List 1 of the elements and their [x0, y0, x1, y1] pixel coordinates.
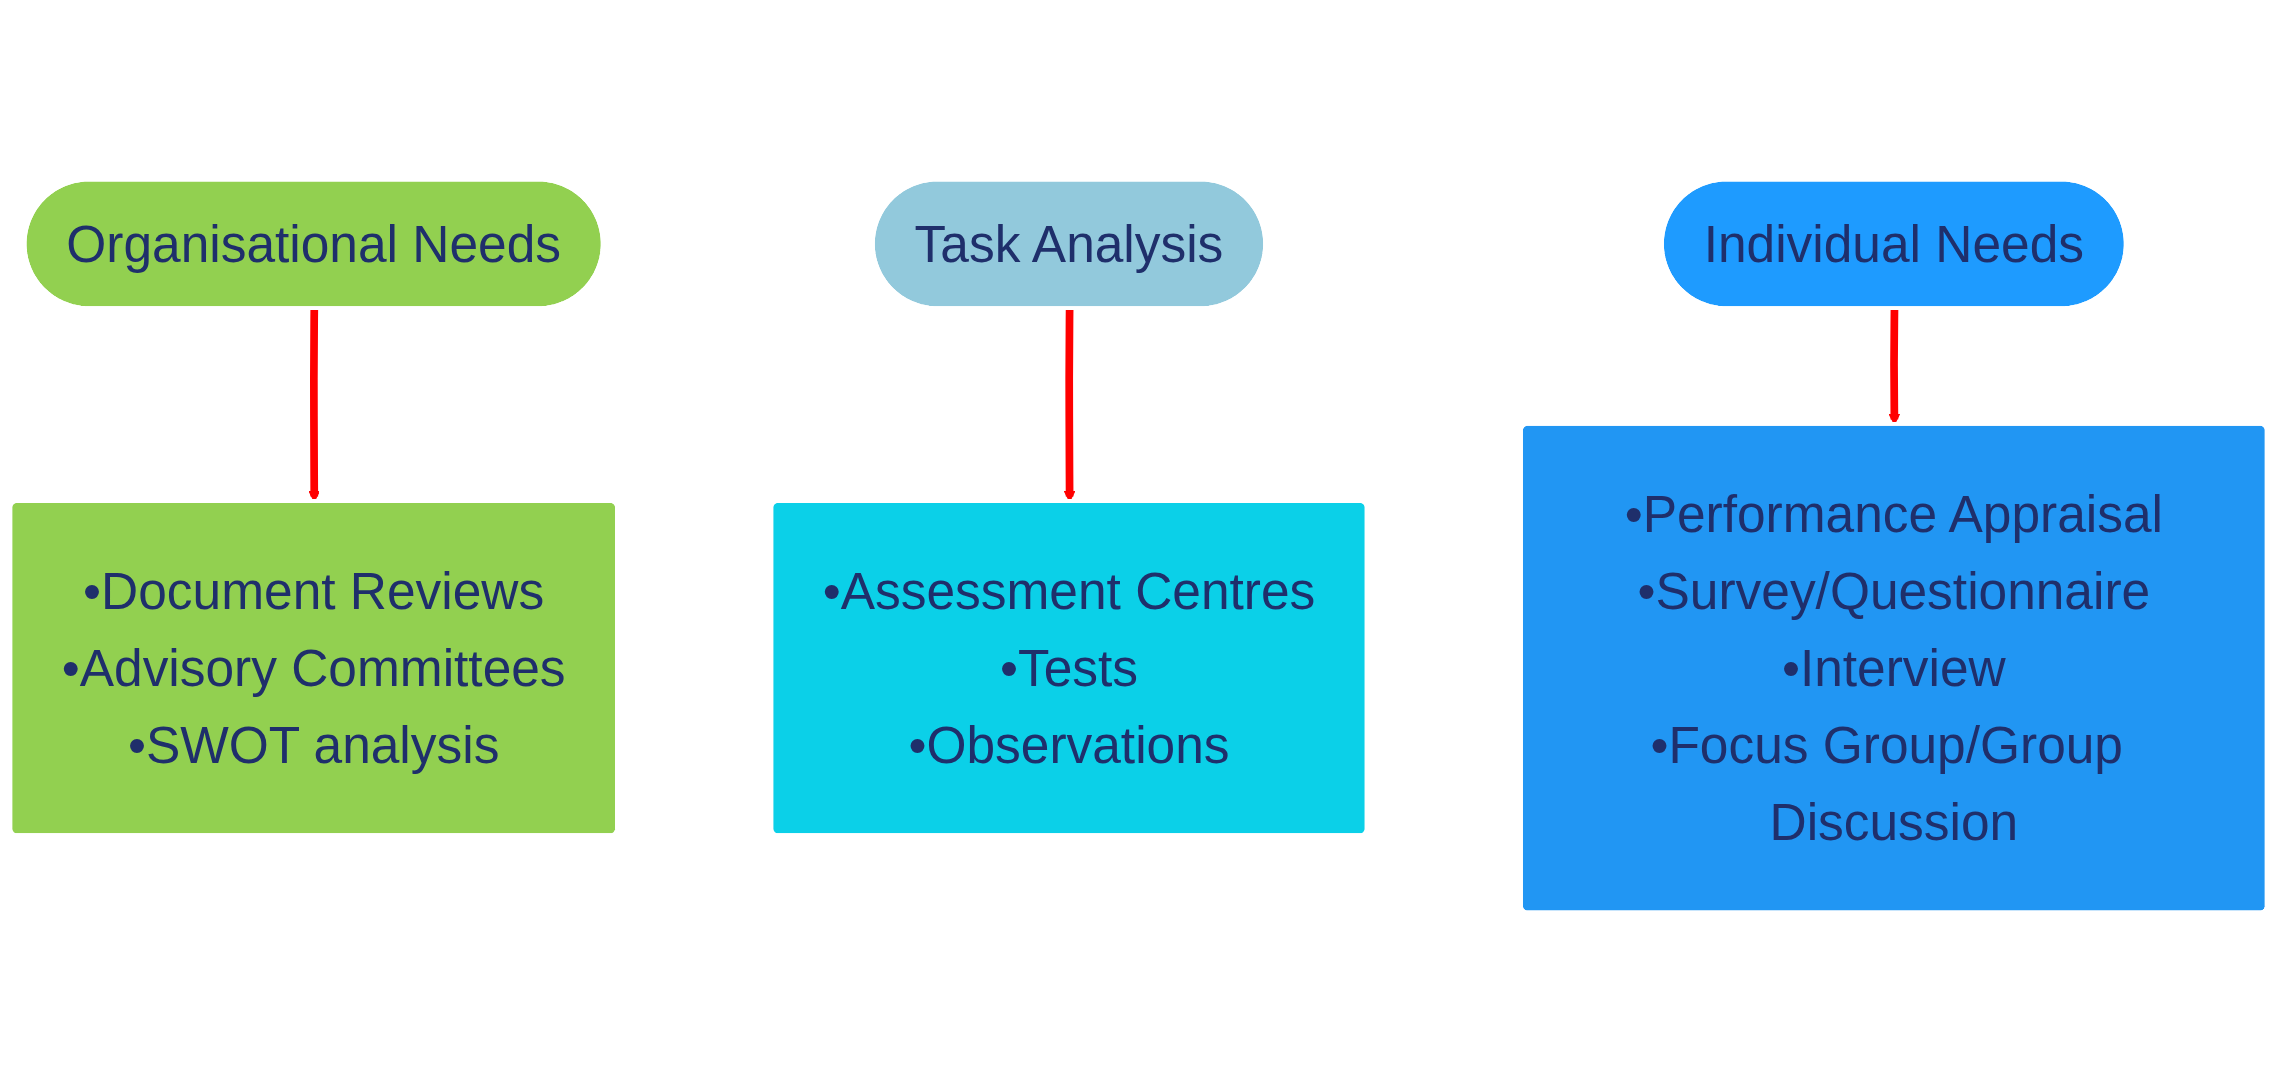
arrow: [1888, 308, 1900, 425]
